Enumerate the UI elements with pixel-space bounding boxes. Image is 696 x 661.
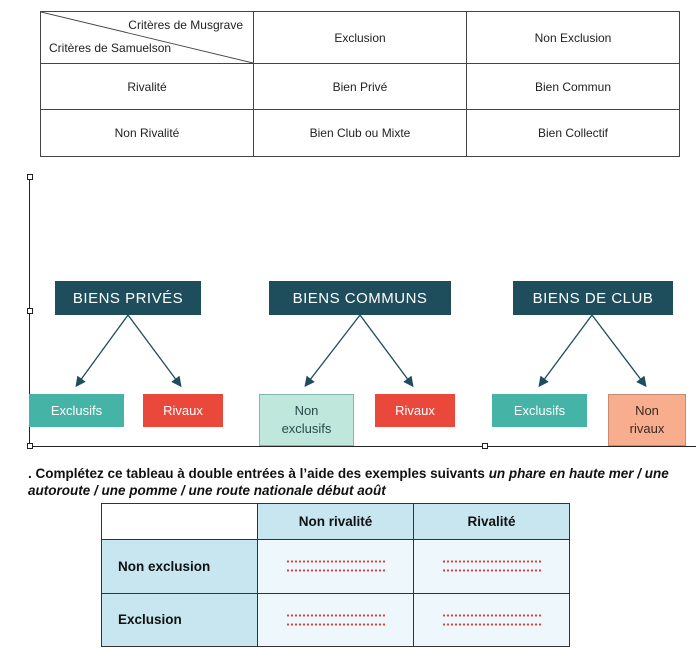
- col-header-rivalite: Rivalité: [413, 503, 570, 540]
- musgrave-criteria-label: Critères de Musgrave: [128, 18, 243, 32]
- arrow-line: [75, 314, 129, 388]
- rivaux-box: Rivaux: [143, 394, 223, 427]
- resize-handle[interactable]: [27, 174, 33, 180]
- empty-corner-cell: [101, 503, 258, 540]
- diagram-frame-bottom: [29, 446, 696, 447]
- row-header-non-exclusion: Non exclusion: [101, 539, 258, 594]
- dotted-line: [285, 622, 386, 626]
- exclusifs-box: Exclusifs: [29, 394, 124, 427]
- non-rivaux-label: Non rivaux: [629, 403, 665, 436]
- row-header-non-rivalite: Non Rivalité: [40, 109, 254, 157]
- answer-cell[interactable]: [257, 539, 414, 594]
- answer-cell[interactable]: [257, 592, 414, 647]
- dotted-line: [441, 569, 542, 573]
- instruction-text: . Complétez ce tableau à double entrées …: [28, 465, 688, 499]
- arrow-line: [591, 314, 647, 388]
- resize-handle[interactable]: [27, 443, 33, 449]
- exercise-table: Non rivalité Rivalité Non exclusion Excl…: [101, 503, 570, 647]
- dotted-line: [441, 622, 542, 626]
- answer-cell[interactable]: [413, 539, 570, 594]
- classification-table: Critères de Musgrave Critères de Samuels…: [40, 11, 680, 157]
- arrow-line: [359, 314, 414, 388]
- arrow-line: [304, 314, 361, 388]
- cell-bien-club: Bien Club ou Mixte: [253, 109, 467, 157]
- cell-bien-prive: Bien Privé: [253, 63, 467, 110]
- resize-handle[interactable]: [27, 308, 33, 314]
- diagonal-header-cell: Critères de Musgrave Critères de Samuels…: [40, 11, 254, 64]
- answer-cell[interactable]: [413, 592, 570, 647]
- biens-de-club-box: BIENS DE CLUB: [513, 281, 673, 315]
- dotted-line: [285, 613, 386, 617]
- row-header-exclusion: Exclusion: [101, 592, 258, 647]
- col-header-exclusion: Exclusion: [253, 11, 467, 64]
- arrow-line: [127, 314, 182, 388]
- col-header-non-exclusion: Non Exclusion: [466, 11, 680, 64]
- col-header-non-rivalite: Non rivalité: [257, 503, 414, 540]
- rivaux-box: Rivaux: [375, 394, 455, 427]
- dotted-line: [285, 560, 386, 564]
- resize-handle[interactable]: [482, 443, 488, 449]
- dotted-line: [441, 613, 542, 617]
- cell-bien-collectif: Bien Collectif: [466, 109, 680, 157]
- non-exclusifs-box: Non exclusifs: [259, 394, 354, 446]
- diagonal-line: [41, 12, 253, 63]
- instruction-examples: un phare en haute mer / une autoroute / …: [28, 466, 669, 498]
- dotted-line: [285, 569, 386, 573]
- dotted-line: [441, 560, 542, 564]
- samuelson-criteria-label: Critères de Samuelson: [49, 41, 172, 55]
- biens-communs-box: BIENS COMMUNS: [269, 281, 451, 315]
- exclusifs-box: Exclusifs: [492, 394, 587, 427]
- instruction-lead: . Complétez ce tableau à double entrées …: [28, 466, 489, 481]
- non-rivaux-box: Non rivaux: [608, 394, 686, 446]
- cell-bien-commun: Bien Commun: [466, 63, 680, 110]
- non-exclusifs-label: Non exclusifs: [281, 403, 332, 436]
- row-header-rivalite: Rivalité: [40, 63, 254, 110]
- arrow-line: [538, 314, 593, 388]
- biens-prives-box: BIENS PRIVÉS: [55, 281, 201, 315]
